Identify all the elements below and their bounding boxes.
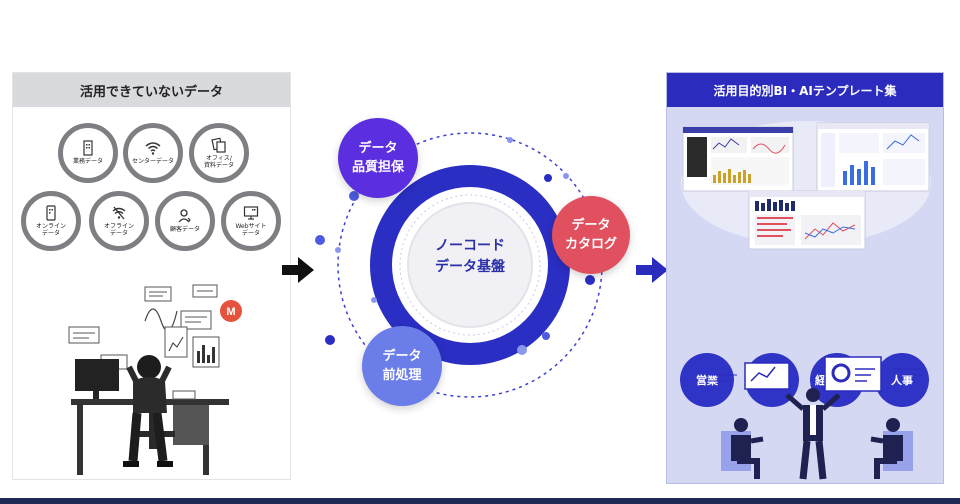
mobile-icon: [46, 205, 56, 221]
data-quality-bubble: データ 品質担保: [338, 118, 418, 198]
data-catalog-label: データ カタログ: [564, 217, 617, 253]
alert-badge-letter: M: [226, 306, 235, 318]
arrow-right-icon: [636, 257, 668, 283]
source-label: 顧客データ: [169, 226, 200, 234]
data-catalog-bubble: データ カタログ: [552, 196, 630, 274]
team-meeting-illustration: [709, 356, 923, 480]
unused-data-title: 活用できていないデータ: [13, 73, 290, 107]
source-offline-data: オフライン データ: [89, 191, 149, 251]
data-preprocessing-bubble: データ 前処理: [362, 326, 442, 406]
source-label: Webサイト データ: [235, 222, 267, 237]
no-code-data-platform-label: ノーコード データ基盤: [435, 238, 505, 275]
source-label: オフィス/ 資料データ: [203, 154, 234, 169]
monitor-icon: [243, 206, 259, 220]
source-label: 業務データ: [72, 158, 103, 166]
dashboard-sales: [682, 126, 794, 192]
source-business-data: 業務データ: [58, 123, 118, 183]
building-icon: [83, 140, 93, 157]
arrow-right-icon: [282, 257, 314, 283]
data-platform-diagram: ノーコード データ基盤 データ 品質担保 データ カタログ データ 前処理: [310, 100, 630, 430]
dashboard-management: [816, 122, 930, 192]
source-label: オフライン データ: [103, 222, 134, 237]
monitor: [75, 359, 119, 391]
wifi-icon: [145, 142, 161, 156]
alert-badge: [220, 300, 242, 322]
source-office-data: オフィス/ 資料データ: [189, 123, 249, 183]
platform-rings: [315, 132, 603, 398]
bi-ai-templates-panel: 活用目的別BI・AIテンプレート集: [666, 72, 944, 484]
source-customer-data: 顧客データ: [155, 191, 215, 251]
category-sales: 営業: [680, 353, 734, 407]
dashboard-screenshots: [681, 121, 931, 250]
source-website-data: Webサイト データ: [221, 191, 281, 251]
bi-ai-templates-title: 活用目的別BI・AIテンプレート集: [667, 73, 943, 107]
bottom-bar: [0, 498, 960, 504]
source-center-data: センターデータ: [123, 123, 183, 183]
category-hr: 人事: [875, 353, 929, 407]
source-label: センターデータ: [131, 158, 174, 166]
unused-data-panel: 活用できていないデータ 業務データ センターデータ オフィス/ 資料データ オン…: [12, 72, 291, 480]
wifi-off-icon: [112, 206, 126, 220]
overwhelmed-worker-illustration: M: [68, 284, 242, 475]
source-online-data: オンライン データ: [21, 191, 81, 251]
source-label: オンライン データ: [35, 222, 66, 237]
documents-icon: [211, 137, 226, 153]
floating-documents: [68, 284, 220, 370]
data-preprocessing-label: データ 前処理: [382, 348, 422, 384]
person-head: [137, 355, 161, 379]
customer-icon: [178, 209, 191, 223]
data-quality-label: データ 品質担保: [351, 140, 404, 176]
dashboard-hr: [748, 190, 866, 250]
